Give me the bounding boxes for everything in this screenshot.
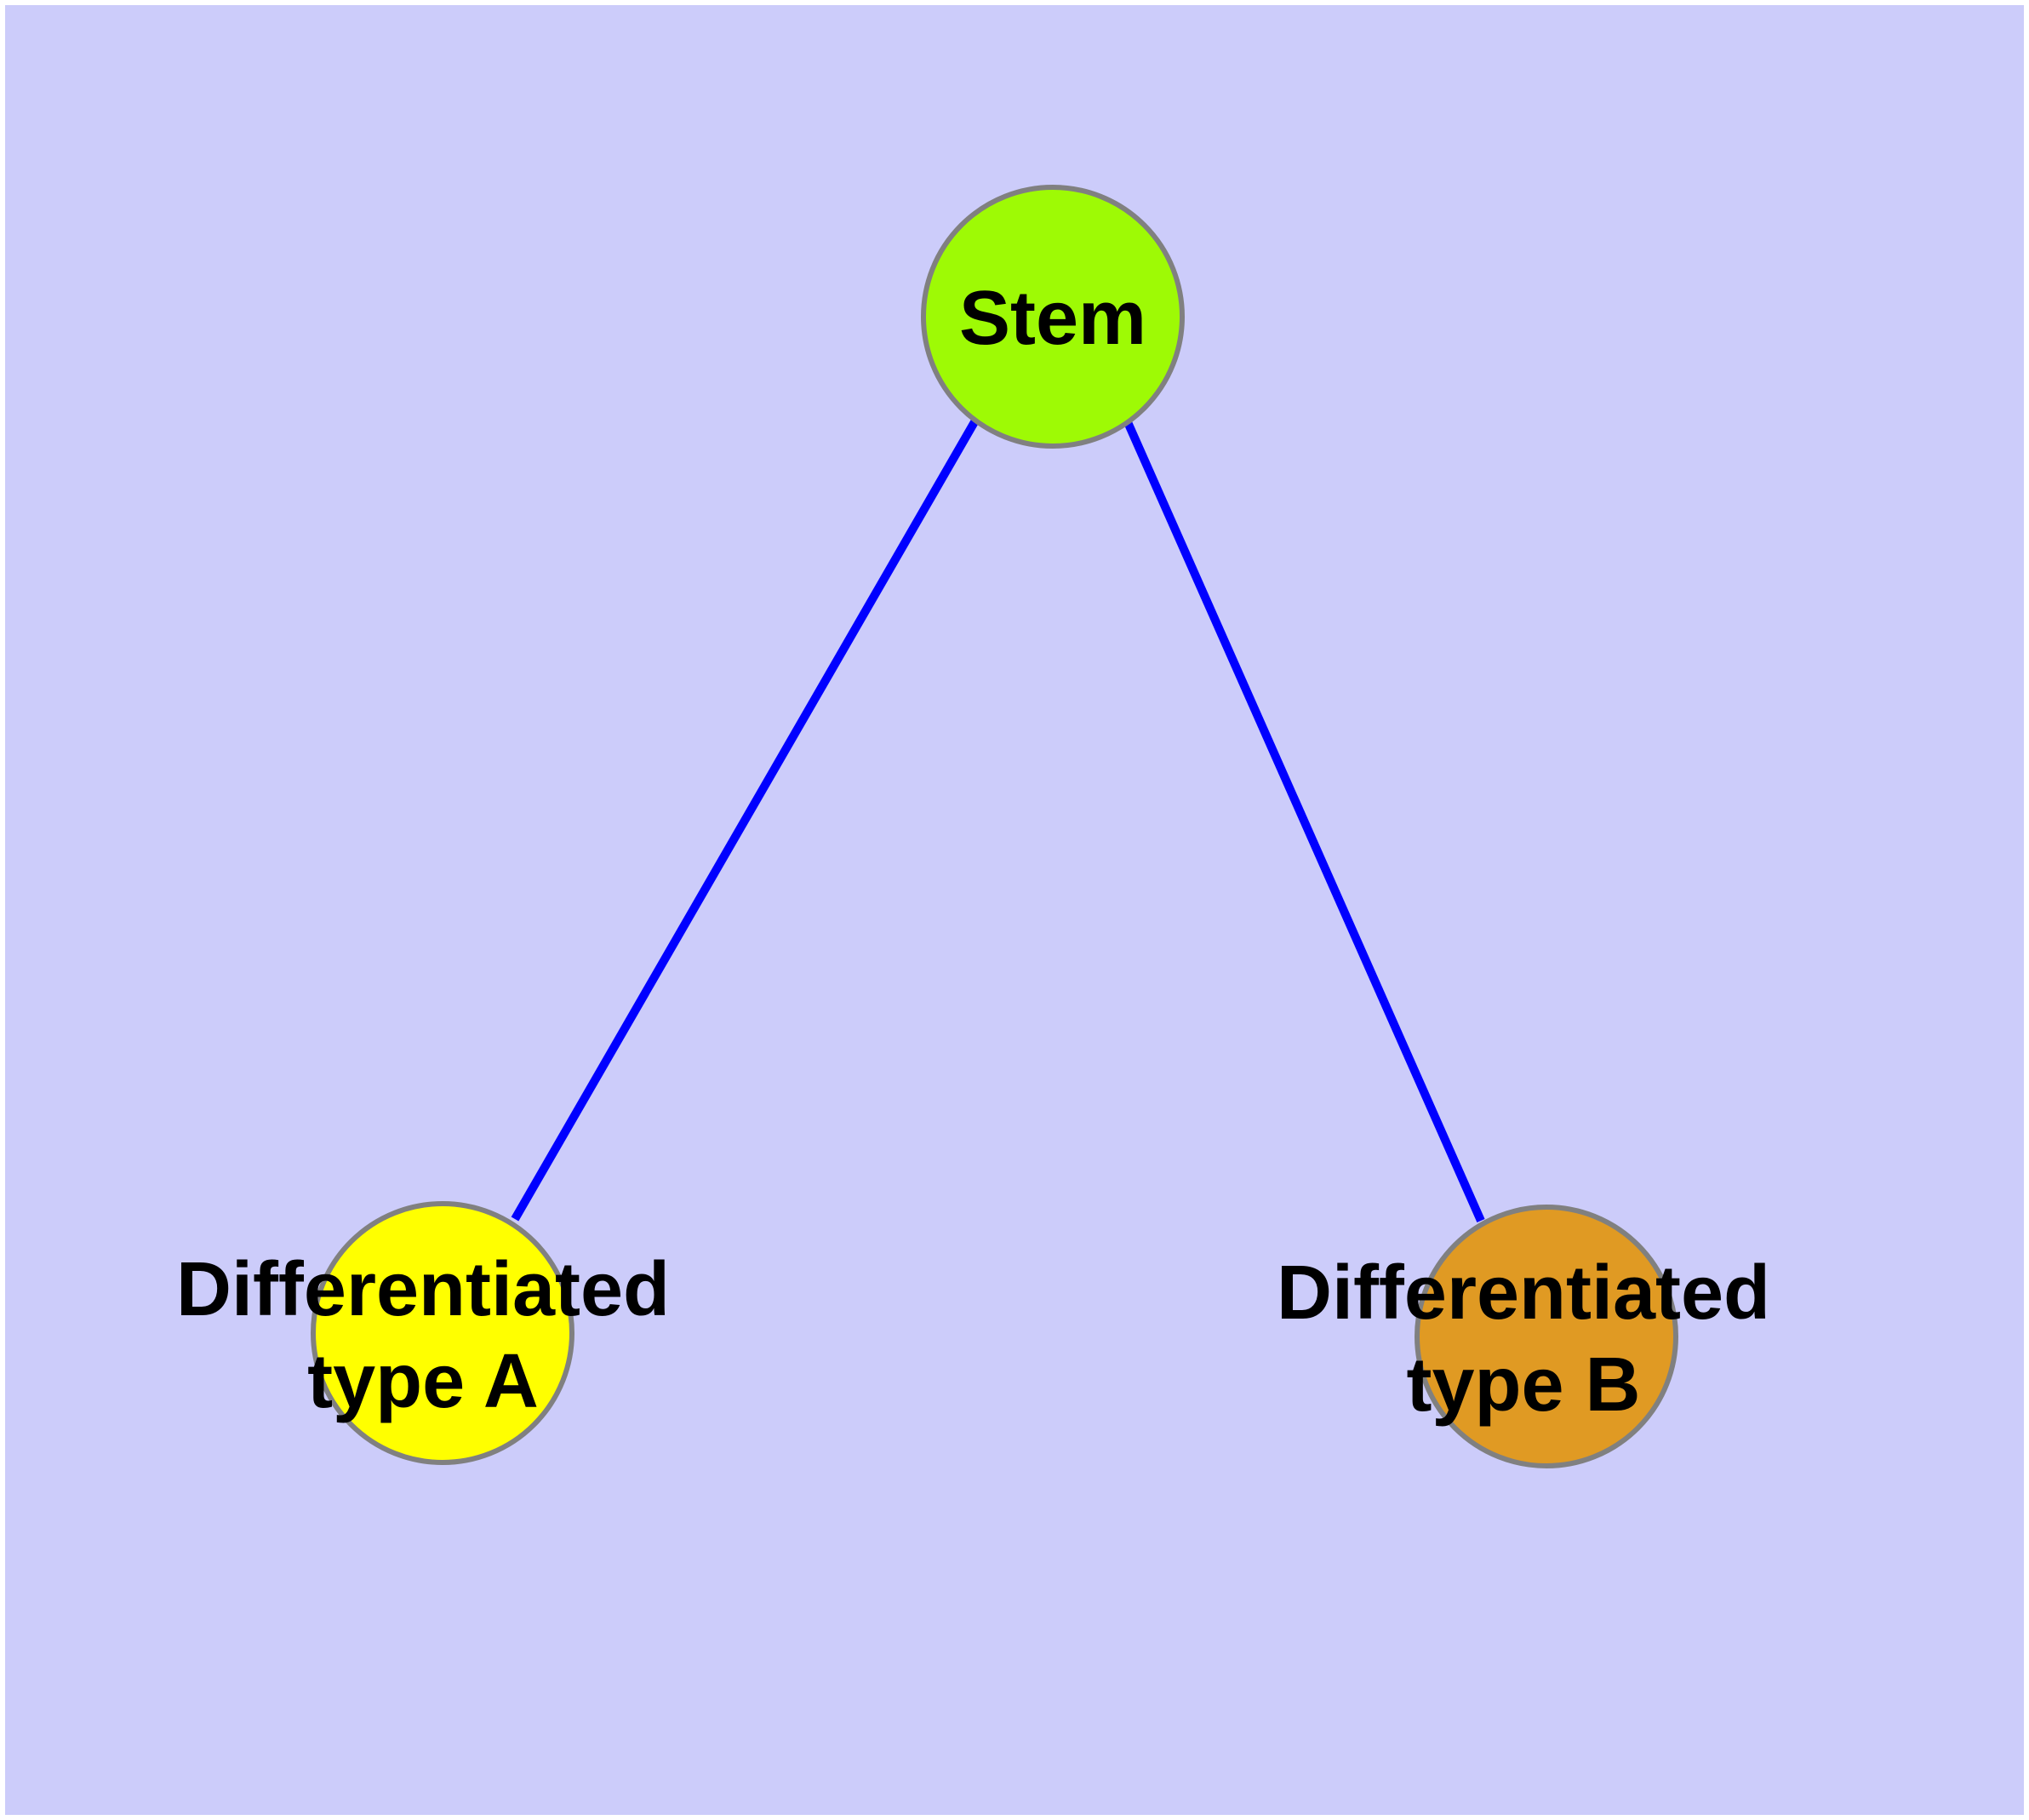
node-diff-b-label-line2: type B (1406, 1342, 1640, 1428)
node-diff-a-circle[interactable] (311, 1201, 574, 1465)
edge-stem-to-diff-a[interactable] (511, 418, 980, 1222)
node-stem-label-line1: Stem (959, 276, 1146, 361)
node-diff-b-circle[interactable] (1415, 1205, 1678, 1468)
node-stem-circle[interactable] (921, 185, 1185, 449)
edge-stem-to-diff-b[interactable] (1123, 420, 1485, 1223)
node-diff-a-label-line2: type A (307, 1339, 539, 1424)
node-diff-b-label-line1: Differentiated (1277, 1251, 1770, 1336)
label-layer: Stem Differentiated type A Differentiate… (176, 276, 1770, 1428)
node-layer (311, 185, 1678, 1468)
edge-layer (511, 418, 1485, 1223)
node-diff-a-label-line1: Differentiated (176, 1247, 670, 1332)
